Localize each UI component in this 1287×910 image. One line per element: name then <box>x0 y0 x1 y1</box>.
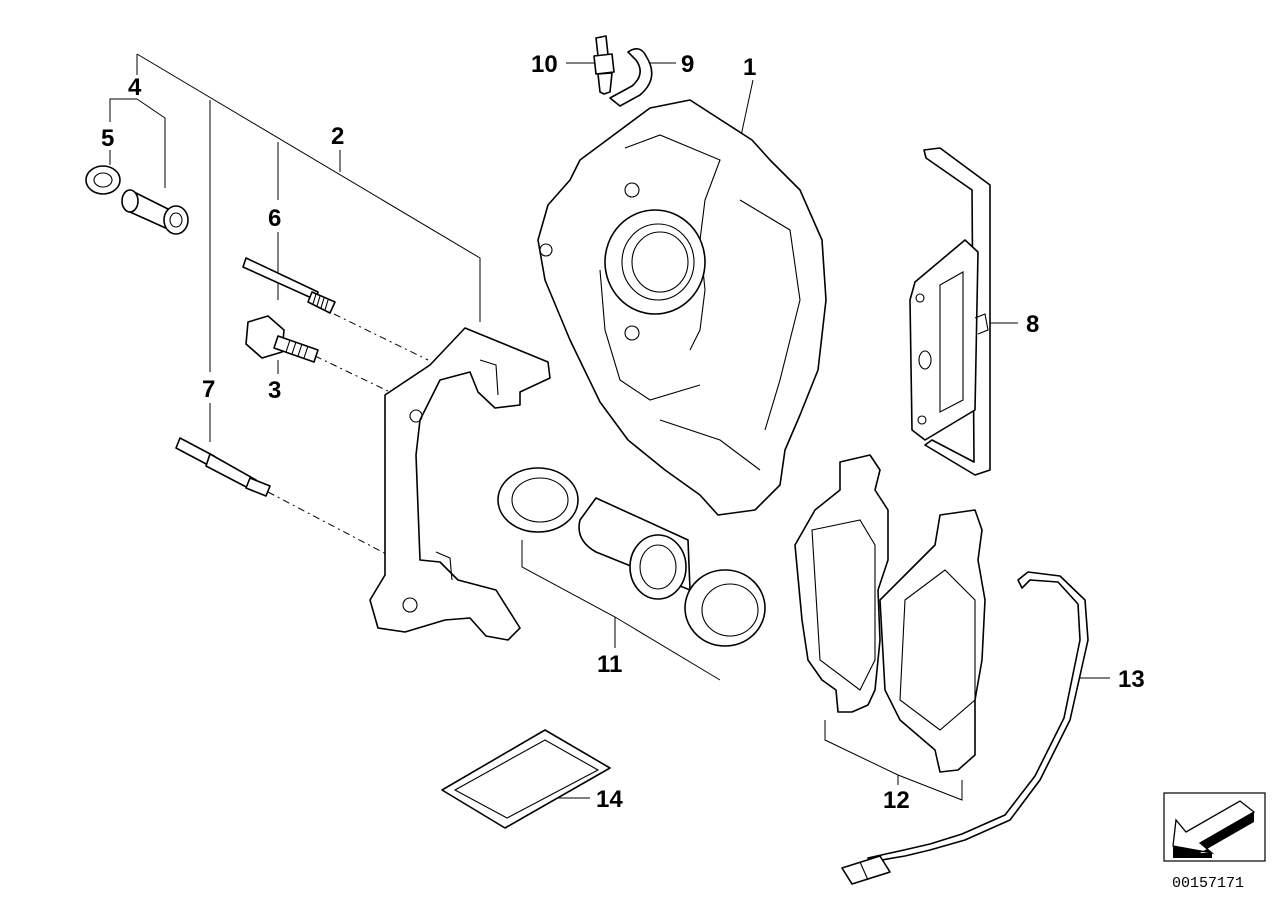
callout-9: 9 <box>681 51 694 78</box>
callouts: 1 2 3 4 5 6 7 8 9 10 11 12 13 14 <box>101 51 1145 814</box>
assembly-axes <box>267 313 429 557</box>
caliper-housing-part <box>537 99 827 516</box>
piston-seal-ring-part <box>497 467 579 533</box>
grease-packet-part <box>441 729 611 829</box>
guide-bushing-part <box>121 189 189 235</box>
dust-cap-part <box>85 165 121 195</box>
document-id: 00157171 <box>1172 875 1244 892</box>
arrow-down-left-icon[interactable] <box>1163 792 1266 862</box>
callout-2: 2 <box>331 123 344 150</box>
brake-pad-inner-part <box>879 509 986 773</box>
callout-5: 5 <box>101 125 114 152</box>
caliper-carrier-part <box>369 327 551 641</box>
callout-1: 1 <box>743 54 756 81</box>
brake-pad-outer-part <box>794 454 889 713</box>
callout-11: 11 <box>597 651 622 678</box>
callout-4: 4 <box>128 74 142 101</box>
dust-boot-part <box>684 569 766 647</box>
callout-8: 8 <box>1026 311 1039 338</box>
guide-pin-lower-part <box>175 437 271 497</box>
hex-bolt-part <box>245 315 319 363</box>
bleed-cap-part <box>609 48 653 107</box>
anti-rattle-spring-part <box>909 147 991 476</box>
callout-10: 10 <box>531 51 558 78</box>
callout-3: 3 <box>268 377 281 404</box>
piston-part <box>578 497 691 600</box>
callout-12: 12 <box>883 787 910 814</box>
guide-pin-upper-part <box>242 257 336 314</box>
callout-14: 14 <box>596 786 623 813</box>
wear-sensor-part <box>841 571 1089 885</box>
bleed-screw-part <box>593 35 615 95</box>
callout-7: 7 <box>202 376 215 403</box>
callout-6: 6 <box>268 205 281 232</box>
callout-13: 13 <box>1118 666 1145 693</box>
